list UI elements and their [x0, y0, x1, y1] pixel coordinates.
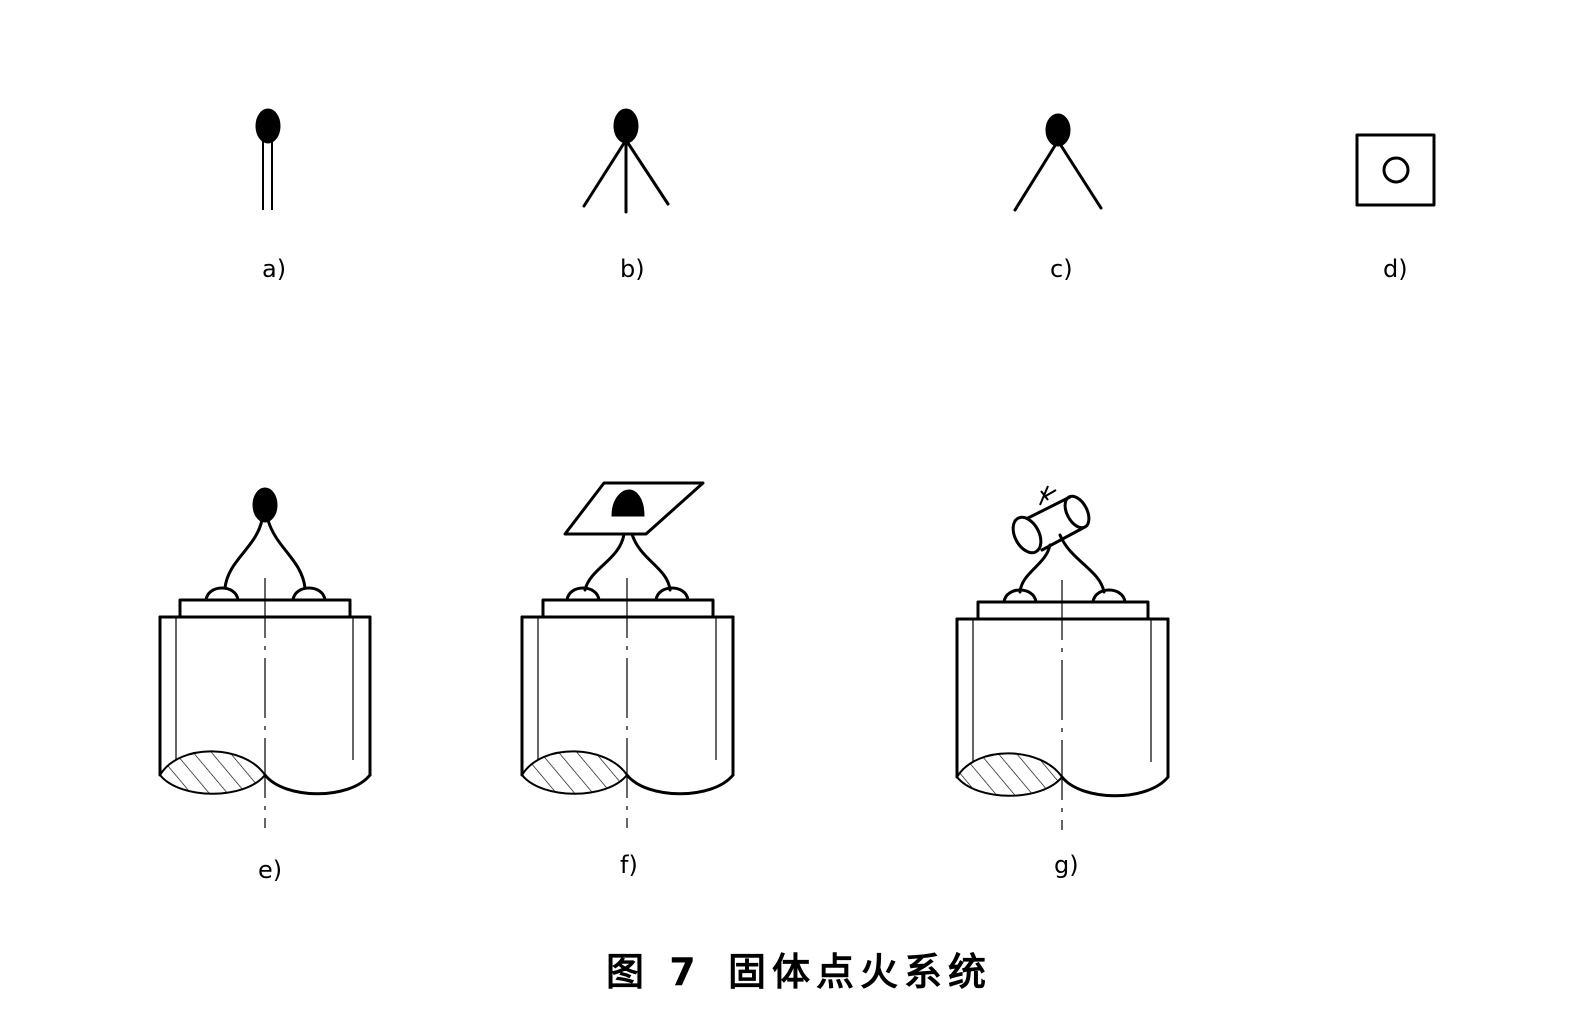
panel-c-igniter-bead-two-leads [1013, 113, 1103, 212]
igniter-bead-icon [613, 108, 639, 144]
panel-f-bead-on-card-cartridge [520, 481, 735, 828]
panel-label-e: e) [258, 856, 282, 884]
panel-a-igniter-bead-parallel-leads [255, 108, 281, 210]
card-plate-icon [563, 481, 705, 536]
panel-label-c: c) [1050, 255, 1073, 283]
panel-g-pellet-on-cartridge [955, 485, 1170, 830]
square-frame-icon [1355, 133, 1436, 207]
igniter-bead-icon [1045, 113, 1071, 147]
panel-b-igniter-bead-three-leads [582, 108, 670, 214]
panel-label-d: d) [1383, 255, 1408, 283]
igniter-bead-icon [255, 108, 281, 144]
igniter-bead-icon [252, 487, 278, 523]
panel-label-f: f) [620, 851, 638, 879]
panel-e-bead-on-cartridge [158, 487, 372, 828]
igniter-bead-icon [611, 489, 645, 517]
panel-label-g: g) [1054, 851, 1079, 879]
circle-icon [1382, 156, 1410, 184]
figure-number: 图 7 [606, 950, 702, 994]
panel-label-a: a) [262, 255, 286, 283]
panel-d-square-igniter-symbol [1355, 133, 1436, 207]
figure-title: 固体点火系统 [728, 950, 992, 994]
panel-label-b: b) [620, 255, 645, 283]
